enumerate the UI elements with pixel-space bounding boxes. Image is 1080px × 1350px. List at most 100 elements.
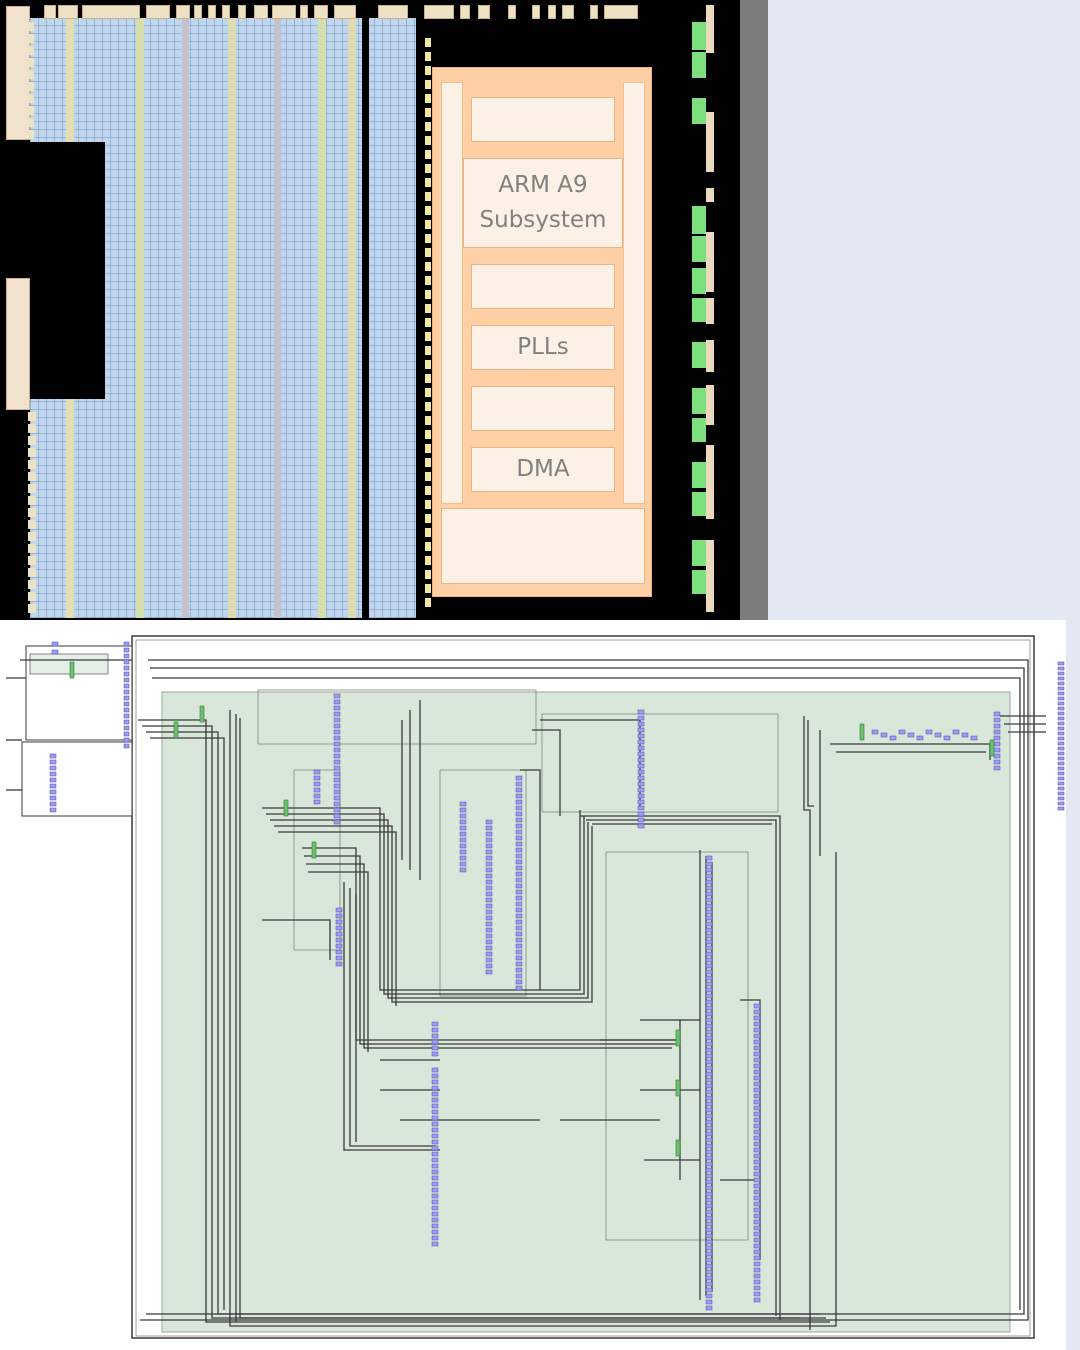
memory-node [706,1072,712,1076]
register-node [334,784,340,788]
register-node [336,938,342,942]
io-pad-top [82,5,140,19]
memory-node [706,1030,712,1034]
hps-subblock [471,386,615,431]
logic-node [486,952,492,956]
memory-node [706,1108,712,1112]
memory-node [754,1286,760,1290]
memory-node [754,1274,760,1278]
logic-node [516,932,522,936]
memory-node [706,1144,712,1148]
logic-node [516,980,522,984]
transceiver-pad [692,570,706,594]
hps-io-pad [425,178,431,187]
register-node [432,1170,438,1174]
register-node [432,1242,438,1246]
memory-node [706,1090,712,1094]
register-node [432,1140,438,1144]
memory-node [754,1238,760,1242]
hps-block[interactable]: ARM A9 Subsystem PLLs DMA [432,67,652,597]
dma-block[interactable]: DMA [471,447,615,492]
port-node [50,760,56,764]
mux-node [284,800,288,816]
logic-node [486,946,492,950]
logic-node [516,800,522,804]
fabric-column-stripe [318,18,326,618]
register-node [334,700,340,704]
memory-node [754,1046,760,1050]
io-pad-top [548,5,556,19]
port-node [50,796,56,800]
transceiver-pad [692,342,706,368]
output-node [994,742,1000,746]
chip-planner-view[interactable]: ARM A9 Subsystem PLLs DMA [0,0,768,620]
memory-node [706,910,712,914]
io-bank-left-top [6,6,30,140]
memory-node [706,1180,712,1184]
hps-io-pad [425,472,431,481]
output-port-node [1058,712,1064,715]
output-port-node [1058,662,1064,665]
memory-node [706,940,712,944]
register-node [432,1046,438,1050]
logic-node [890,736,896,740]
memory-node [706,1306,712,1310]
memory-node [706,1234,712,1238]
hps-io-pad [425,584,431,593]
register-node [334,742,340,746]
register-node [432,1074,438,1078]
schematic-scroll-area[interactable] [1066,620,1080,1350]
hps-io-pad [425,276,431,285]
memory-node [754,1208,760,1212]
register-node [638,752,644,756]
output-port-node [1058,767,1064,770]
memory-node [706,1024,712,1028]
register-node [638,782,644,786]
logic-node [516,938,522,942]
chip-border-strip [740,0,768,620]
transceiver-pad [692,298,706,322]
register-node [432,1164,438,1168]
io-pad-left [28,556,36,565]
memory-node [706,1114,712,1118]
memory-node [754,1136,760,1140]
output-port-node [1058,727,1064,730]
memory-node [706,1294,712,1298]
register-node [334,706,340,710]
logic-node [486,838,492,842]
output-node [994,724,1000,728]
memory-node [754,1202,760,1206]
port-node [50,754,56,758]
memory-node [706,1138,712,1142]
logic-node [486,874,492,878]
plls-block[interactable]: PLLs [471,325,615,370]
register-node [336,914,342,918]
port-node [124,708,129,712]
port-node [50,808,56,812]
side-io-strip [706,540,714,612]
port-node [124,660,129,664]
memory-node [754,1016,760,1020]
port-node [50,766,56,770]
output-node [994,718,1000,722]
io-pad-left [28,472,36,481]
memory-node [706,928,712,932]
memory-node [706,1228,712,1232]
io-pad-top [314,5,328,19]
port-node [124,696,129,700]
memory-node [754,1280,760,1284]
output-node [994,736,1000,740]
rtl-schematic-view[interactable] [0,620,1066,1350]
memory-node [706,1264,712,1268]
memory-node [754,1022,760,1026]
logic-node [516,956,522,960]
io-pad-top [478,5,490,19]
hps-io-pad [425,598,431,607]
output-port-node [1058,672,1064,675]
memory-node [754,1262,760,1266]
port-node [52,642,58,646]
register-node [638,758,644,762]
arm-a9-subsystem-block[interactable]: ARM A9 Subsystem [463,158,623,248]
memory-node [706,1096,712,1100]
logic-node [516,962,522,966]
